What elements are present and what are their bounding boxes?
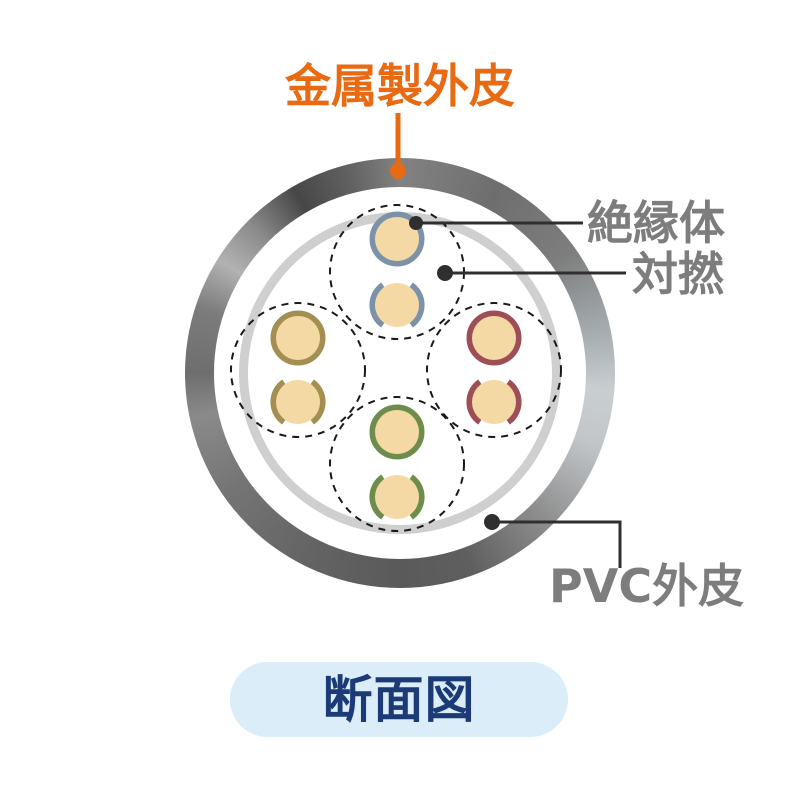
pair-zone-bottom — [329, 396, 465, 532]
wire-conductor — [276, 316, 320, 360]
pointer-insulator — [409, 216, 583, 230]
wire-insulation-ring — [369, 211, 425, 267]
wire-insulation-ring — [466, 310, 522, 366]
pointer-pvc-sheath — [484, 514, 622, 568]
wire-pair-left-olive — [270, 310, 326, 425]
wire-conductor — [276, 380, 320, 424]
wire-insulation-arc — [506, 379, 522, 425]
wire-insulation-arc — [369, 282, 385, 328]
pointer-twisted-pair — [437, 265, 626, 281]
wire-insulation-arc — [270, 379, 286, 425]
wire-insulation-arc — [409, 474, 425, 520]
wire-insulation-arc — [409, 282, 425, 328]
wire-conductor — [375, 475, 419, 519]
pointer-metal-sheath — [390, 113, 406, 179]
wire-insulation-ring — [369, 404, 425, 460]
wire-conductor — [472, 380, 516, 424]
wire-insulation-ring — [270, 310, 326, 366]
wire-pair-top-blue — [369, 211, 425, 328]
pointer-dot — [390, 163, 406, 179]
wire-pair-bottom-green — [369, 404, 425, 520]
label-metal-sheath: 金属製外皮 — [285, 59, 515, 113]
wire-insulation-arc — [310, 379, 326, 425]
pointer-line — [492, 520, 622, 568]
wire-pair-right-red — [466, 310, 522, 425]
wire-conductor — [375, 217, 419, 261]
label-pvc-sheath: PVC外皮 — [549, 559, 745, 613]
wire-conductor — [375, 410, 419, 454]
title-pill: 断面図 — [230, 662, 568, 737]
label-twisted-pair: 対撚 — [632, 247, 724, 301]
pair-zone-left — [230, 302, 366, 438]
wire-insulation-arc — [369, 474, 385, 520]
wire-conductor — [472, 316, 516, 360]
wire-conductor — [375, 283, 419, 327]
label-insulator: 絶縁体 — [587, 196, 725, 250]
wire-insulation-arc — [466, 379, 482, 425]
pair-zone-right — [426, 302, 562, 438]
diagram-title: 断面図 — [322, 670, 476, 729]
